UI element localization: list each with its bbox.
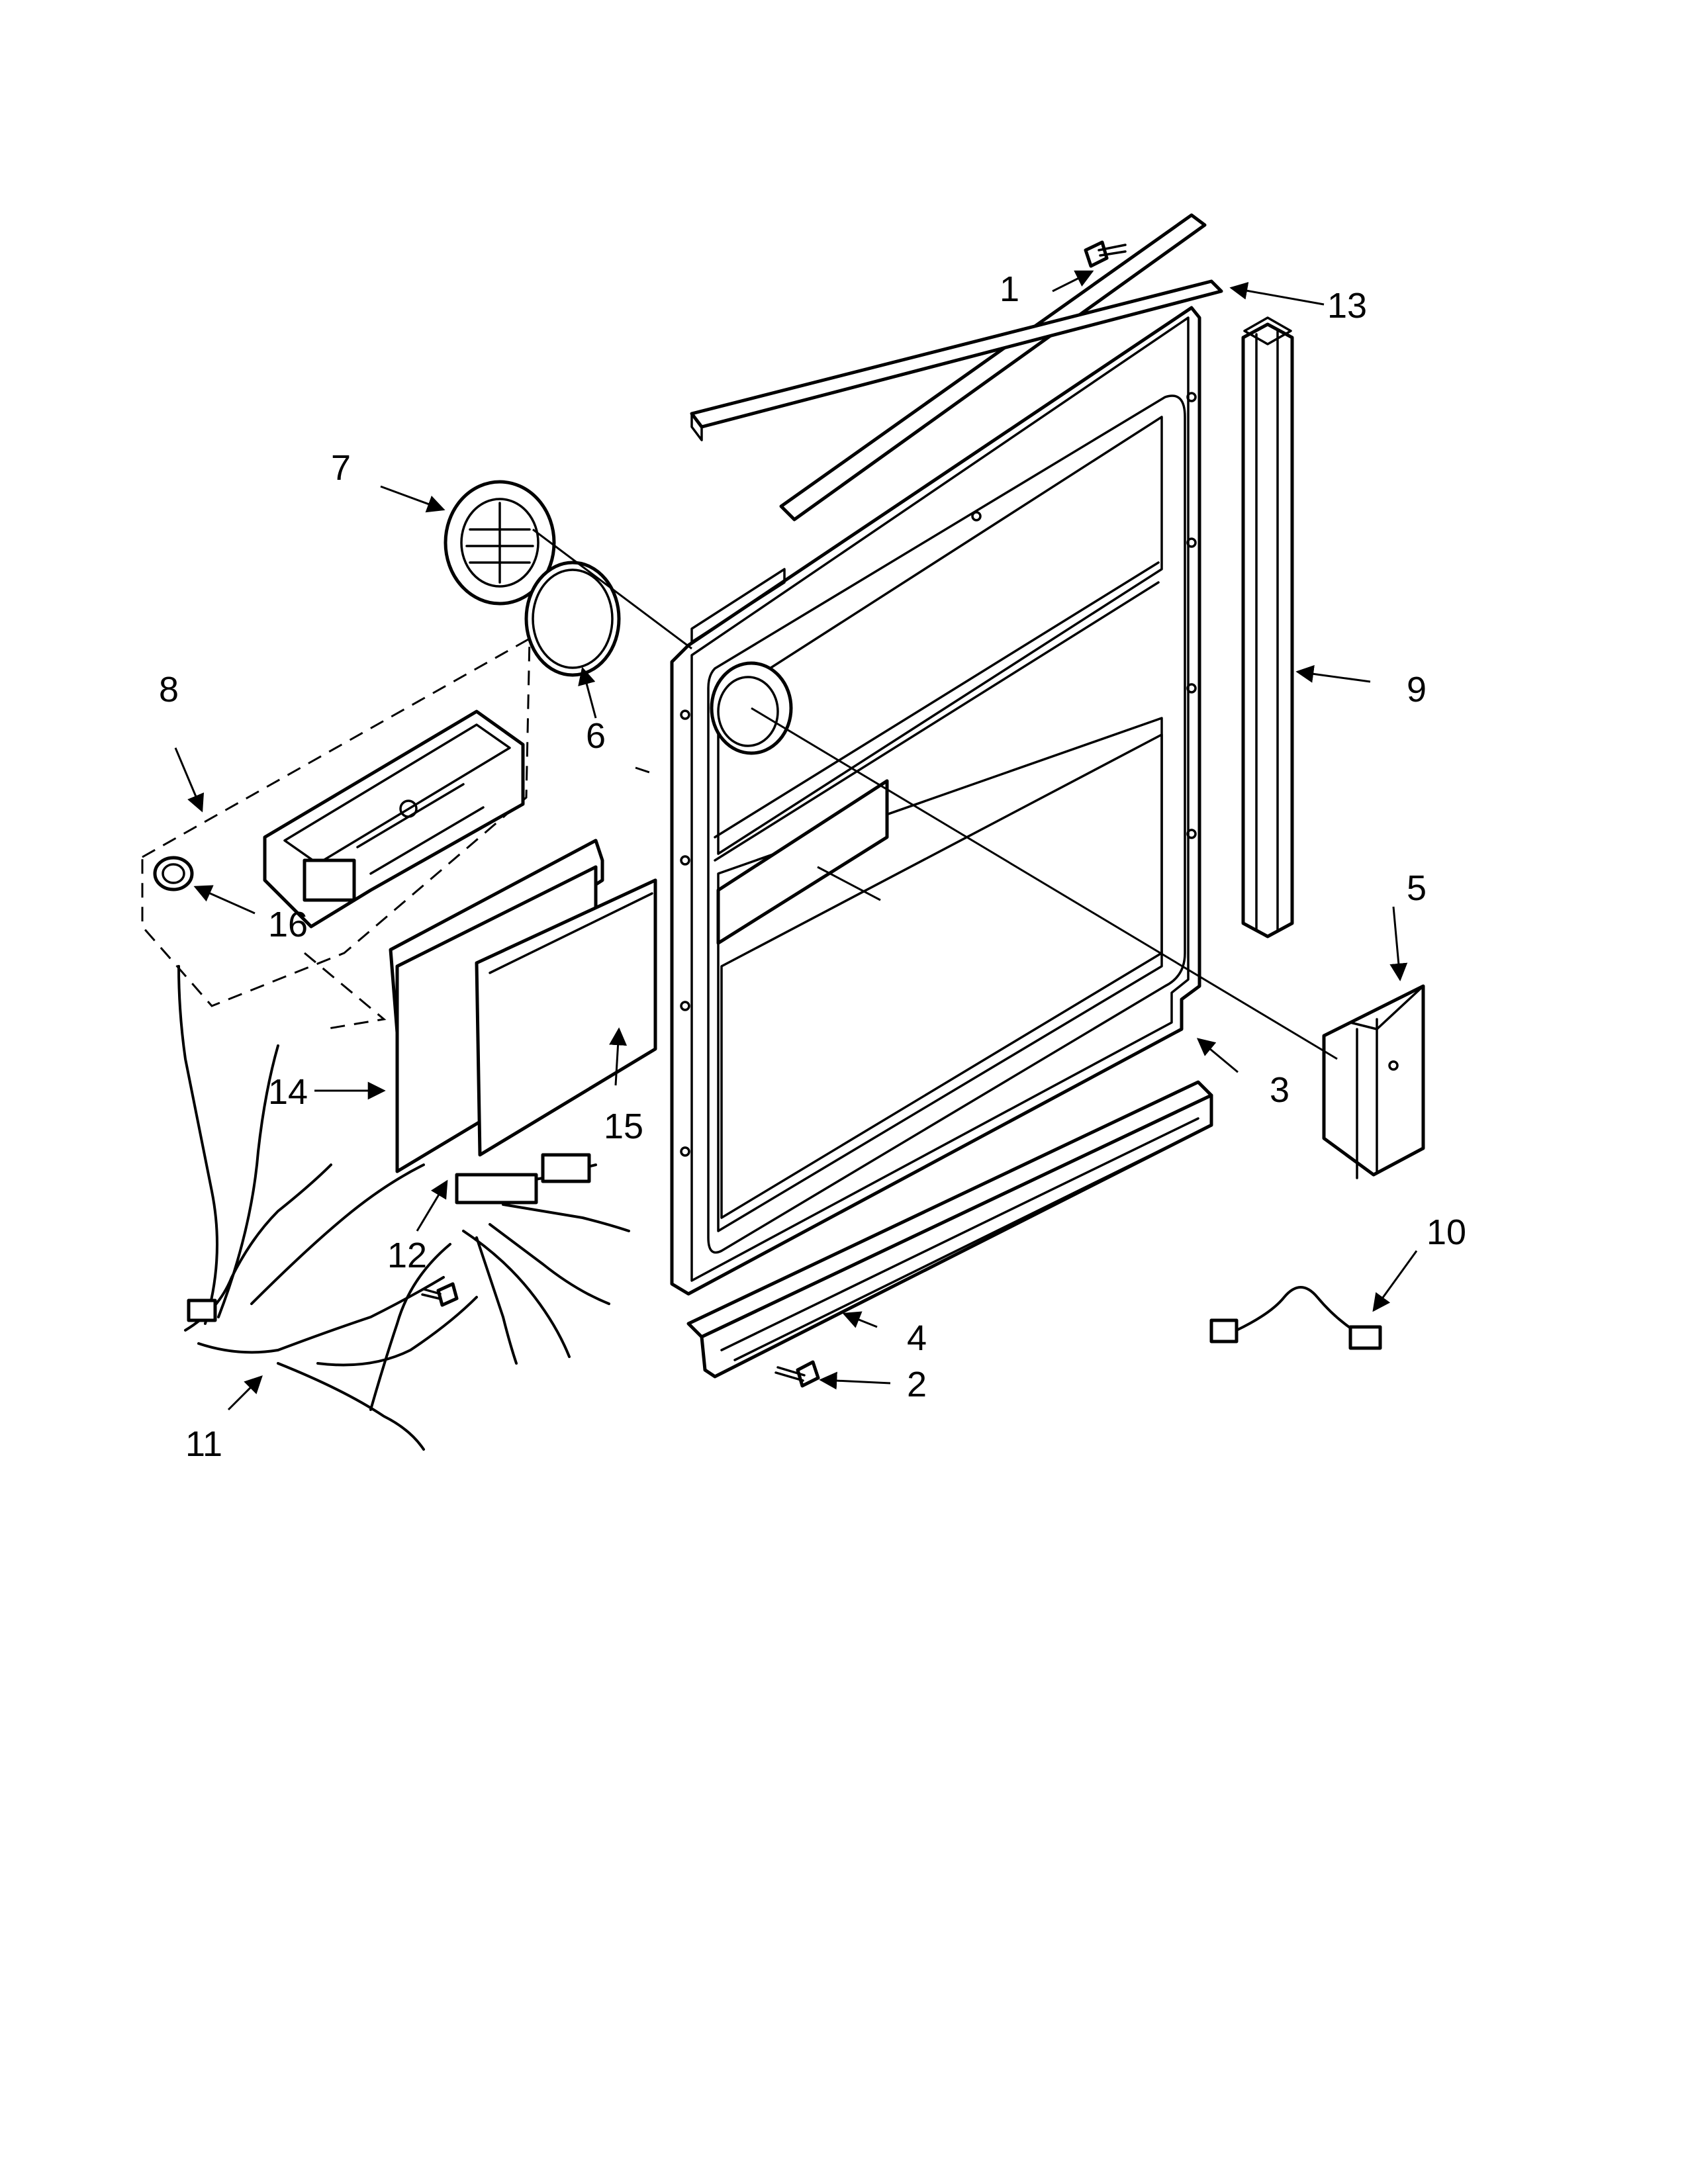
door-inner-panel [670,213,1207,1296]
jumper-cable [1209,1286,1382,1350]
callout-15: 15 [604,1107,643,1146]
screw-top [1084,240,1127,268]
screw-bottom [774,1360,820,1388]
callout-11: 11 [185,1424,222,1464]
reference-lines [532,528,1338,1060]
callout-8: 8 [159,670,179,709]
callout-2: 2 [907,1365,927,1404]
bracket [1322,984,1425,1179]
wire-harness [177,965,630,1451]
callout-16: 16 [268,905,308,944]
bottom-trim [686,1080,1213,1379]
callout-labels: 1 13 7 6 8 16 5 9 3 4 2 10 14 15 12 11 [159,269,1466,1464]
knob [153,856,194,891]
callout-6: 6 [586,716,606,756]
callout-13: 13 [1327,286,1367,326]
top-trim-strip [690,279,1223,441]
callout-14: 14 [268,1072,308,1112]
callout-1: 1 [1000,269,1019,309]
callout-7: 7 [331,448,351,488]
callout-4: 4 [907,1318,927,1358]
vent-assembly [141,637,531,1007]
callout-5: 5 [1407,868,1427,908]
callout-12: 12 [387,1236,427,1275]
screw-small [421,1282,459,1307]
control-board [475,878,657,1157]
side-gasket [1241,316,1294,938]
callout-arrows [174,270,1418,1411]
vent-cover [444,480,556,606]
callout-3: 3 [1270,1070,1289,1110]
vent-ring [524,561,621,677]
callout-9: 9 [1407,670,1427,709]
panel-screw-holes [680,392,1197,1157]
callout-10: 10 [1427,1212,1466,1252]
